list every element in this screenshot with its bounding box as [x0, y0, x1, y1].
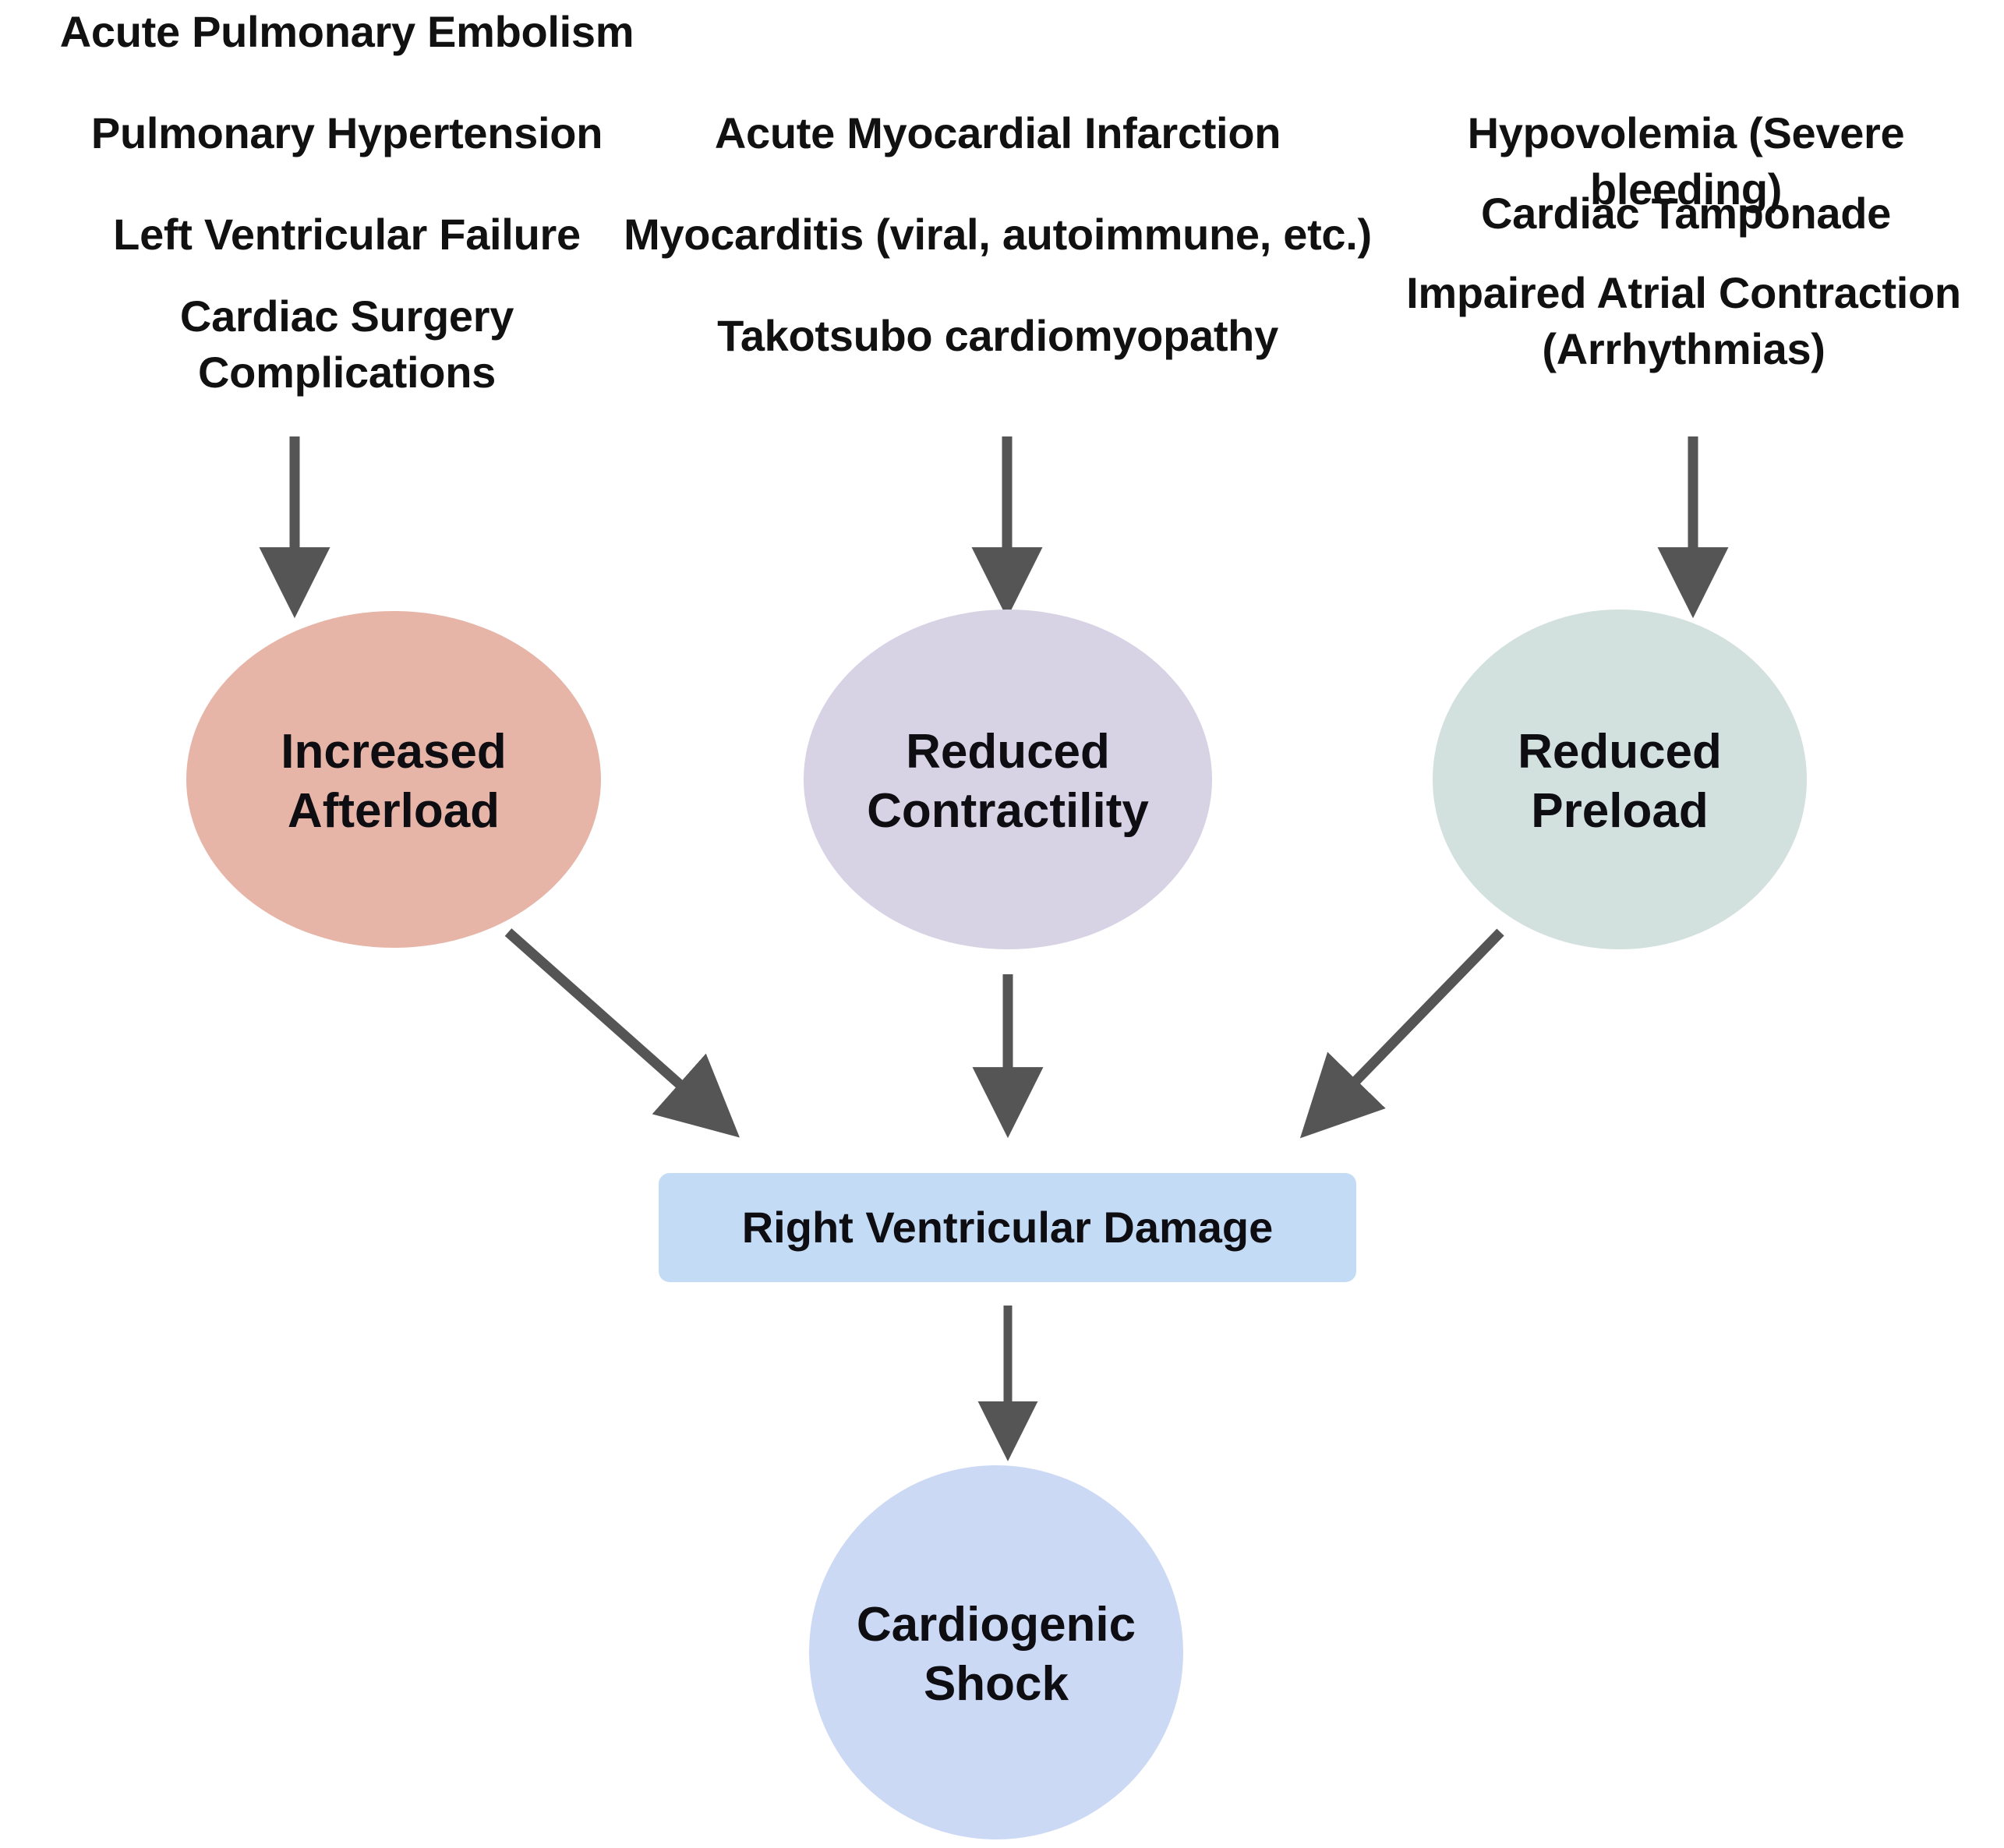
cause-label-pulmonary-hypertension: Pulmonary Hypertension	[90, 108, 603, 157]
arrow-afterload-to-rv-damage	[504, 928, 740, 1138]
cause-label-acute-myocardial-infarction: Acute Myocardial Infarction	[714, 108, 1281, 157]
node-right-ventricular-damage[interactable]	[659, 1173, 1356, 1282]
node-reduced-contractility[interactable]	[804, 610, 1212, 949]
node-increased-afterload[interactable]	[186, 611, 601, 948]
cause-label-cardiac-tamponade: Cardiac Tamponade	[1481, 189, 1891, 238]
cause-label-acute-pulmonary-embolism: Acute Pulmonary Embolism	[59, 7, 634, 56]
cause-label-hypovolemia: Hypovolemia (Severe bleeding)	[1467, 108, 1905, 214]
cause-label-takotsubo-cardiomyopathy: Takotsubo cardiomyopathy	[717, 311, 1278, 360]
cause-label-myocarditis: Myocarditis (viral, autoimmune, etc.)	[624, 210, 1372, 259]
cause-label-left-ventricular-failure: Left Ventricular Failure	[113, 210, 581, 259]
node-reduced-preload[interactable]	[1433, 610, 1807, 949]
arrow-preload-to-rv-damage	[1299, 928, 1504, 1139]
cause-label-cardiac-surgery-complications: Cardiac Surgery Complications	[179, 292, 514, 397]
node-cardiogenic-shock[interactable]	[809, 1465, 1183, 1839]
cause-label-impaired-atrial-contraction: Impaired Atrial Contraction (Arrhythmias…	[1406, 268, 1961, 373]
